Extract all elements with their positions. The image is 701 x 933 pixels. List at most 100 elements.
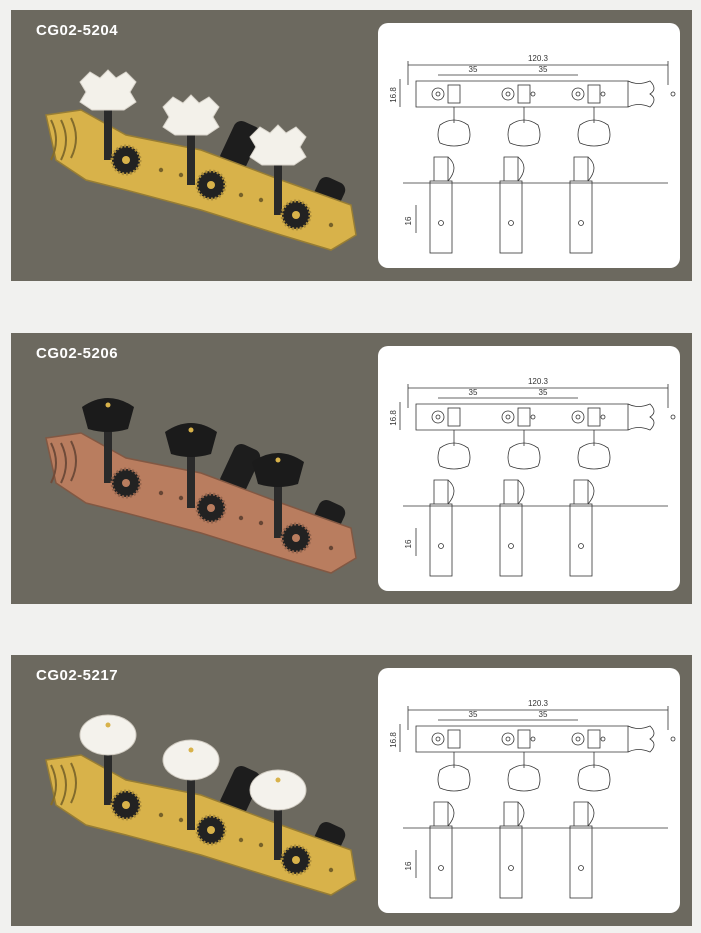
dimension-post: 16 <box>404 861 413 870</box>
dimension-spacing: 35 <box>469 710 478 719</box>
worm-outline <box>587 84 601 104</box>
lyre-ornament <box>50 762 77 806</box>
tuner-shaft <box>104 745 112 805</box>
string-post <box>219 120 261 172</box>
gear-outline <box>501 732 515 746</box>
engraving-dot <box>238 515 244 521</box>
lyre-ornament <box>50 440 77 484</box>
product-photo <box>45 69 357 251</box>
dimension-spacing: 35 <box>469 65 478 74</box>
button-inlay <box>105 722 111 728</box>
dimension-post: 16 <box>404 216 413 225</box>
engraving-dot <box>178 817 184 823</box>
gear-screw <box>292 534 300 542</box>
worm-outline <box>517 407 531 427</box>
string-hole <box>438 220 444 226</box>
dimension-spacing: 35 <box>539 65 548 74</box>
gear-outline <box>431 87 445 101</box>
roller-outline <box>569 825 593 899</box>
roller-outline <box>429 503 453 577</box>
worm-outline <box>447 407 461 427</box>
mount-hole <box>670 91 676 97</box>
button-outline <box>507 119 541 147</box>
dimension-total: 120.3 <box>528 377 549 386</box>
button-inlay <box>105 402 111 408</box>
lyre-outline <box>627 725 655 753</box>
worm-outline <box>517 84 531 104</box>
engraving-dot <box>238 837 244 843</box>
button-inlay <box>275 457 281 463</box>
post-outline <box>503 801 519 826</box>
gear-outline <box>501 410 515 424</box>
button-outline <box>577 442 611 470</box>
mount-hole <box>530 414 536 420</box>
gear-center <box>435 91 441 97</box>
product-code: CG02-5206 <box>36 345 119 362</box>
string-post <box>219 765 261 817</box>
button-side-outline <box>587 801 595 827</box>
mount-hole <box>670 736 676 742</box>
gear-center <box>435 736 441 742</box>
tuner-button <box>252 453 304 487</box>
product-photo <box>45 714 357 896</box>
worm-outline <box>447 84 461 104</box>
product-code: CG02-5217 <box>36 667 119 684</box>
string-hole <box>438 543 444 549</box>
post-outline <box>433 479 449 504</box>
technical-drawing: 120.3 35 35 16.8 16 <box>389 699 676 899</box>
tuner-shaft <box>274 478 282 538</box>
roller-outline <box>499 825 523 899</box>
gear-center <box>575 414 581 420</box>
dimension-spacing: 35 <box>469 388 478 397</box>
button-side-outline <box>447 479 455 505</box>
gear-outline <box>431 410 445 424</box>
engraving-dot <box>178 172 184 178</box>
string-hole <box>578 543 584 549</box>
gear-outline <box>571 732 585 746</box>
button-outline <box>507 764 541 792</box>
post-outline <box>433 156 449 181</box>
gear-outline <box>571 410 585 424</box>
engraving-dot <box>258 197 264 203</box>
dimension-spacing: 35 <box>539 710 548 719</box>
engraving-dot <box>258 520 264 526</box>
button-outline <box>577 119 611 147</box>
button-side-outline <box>517 801 525 827</box>
tuner-shaft <box>104 100 112 160</box>
button-side-outline <box>517 156 525 182</box>
product-photo <box>45 398 357 574</box>
string-hole <box>438 865 444 871</box>
tuner-button <box>79 69 137 111</box>
worm-outline <box>587 729 601 749</box>
gear-center <box>505 414 511 420</box>
engraving-dot <box>158 490 164 496</box>
string-hole <box>508 865 514 871</box>
string-hole <box>578 220 584 226</box>
button-outline <box>577 764 611 792</box>
gear-center <box>505 91 511 97</box>
dimension-height: 16.8 <box>389 732 398 748</box>
mount-hole <box>600 91 606 97</box>
mount-hole <box>530 736 536 742</box>
string-hole <box>508 220 514 226</box>
tuner-shaft <box>104 423 112 483</box>
button-outline <box>507 442 541 470</box>
tuner-shaft <box>187 125 195 185</box>
mount-hole <box>600 736 606 742</box>
gear-outline <box>501 87 515 101</box>
engraving-dot <box>328 222 334 228</box>
roller-outline <box>429 825 453 899</box>
dimension-spacing: 35 <box>539 388 548 397</box>
engraving-dot <box>258 842 264 848</box>
gear-center <box>575 91 581 97</box>
roller-outline <box>569 180 593 254</box>
dimension-total: 120.3 <box>528 699 549 708</box>
button-side-outline <box>447 156 455 182</box>
gear-screw <box>207 826 215 834</box>
button-inlay <box>188 427 194 433</box>
tuner-shaft <box>187 448 195 508</box>
post-outline <box>433 801 449 826</box>
worm-outline <box>447 729 461 749</box>
tuner-shaft <box>187 770 195 830</box>
